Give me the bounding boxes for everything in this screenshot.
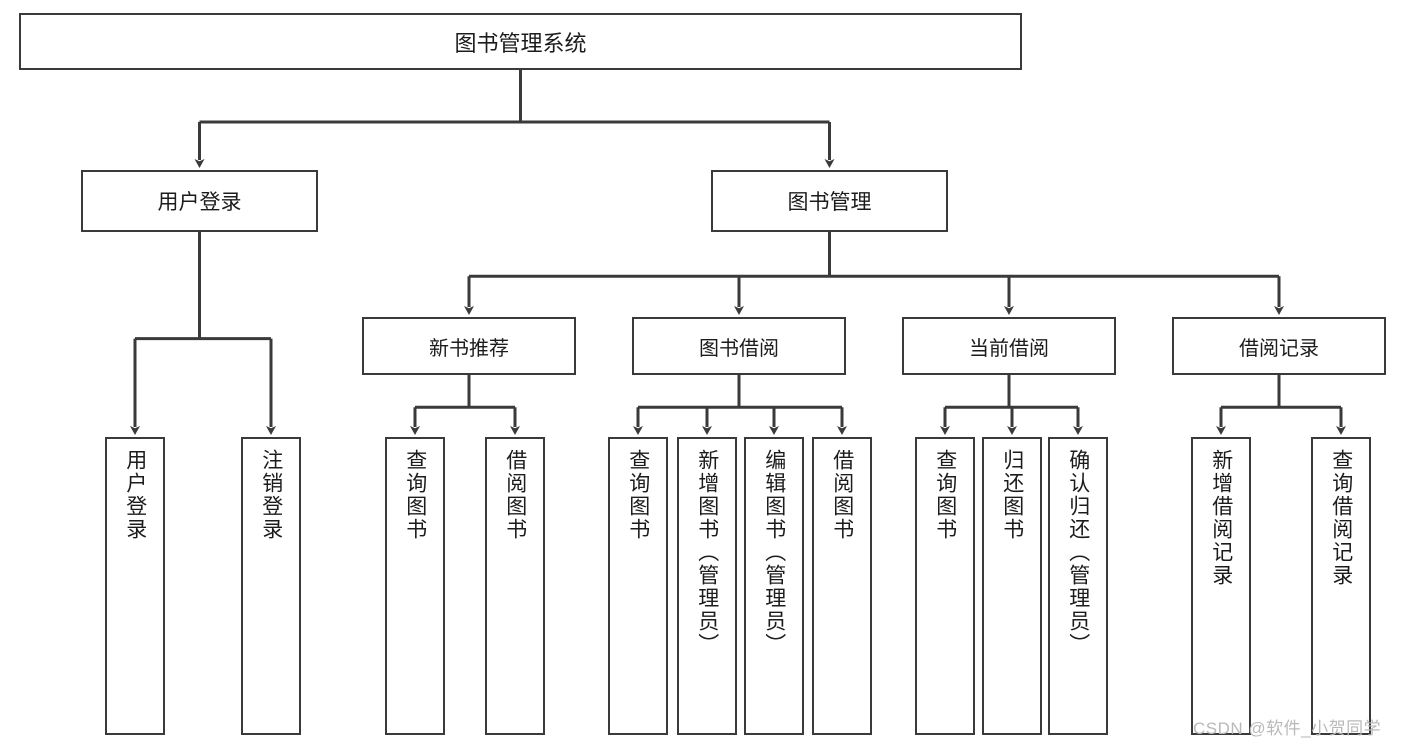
node-label: 用户登录 xyxy=(123,449,147,541)
node-label: 归还图书 xyxy=(1000,449,1024,541)
node-label: 借阅图书 xyxy=(830,449,854,541)
node-label: 查询借阅记录 xyxy=(1329,449,1353,587)
node-label: 注销登录 xyxy=(259,449,283,541)
node-user-login[interactable]: 用户登录 xyxy=(81,170,318,232)
node-leaf-confirm-return-admin[interactable]: 确认归还（管理员） xyxy=(1048,437,1108,735)
node-label: 新书推荐 xyxy=(429,337,509,360)
node-label: 当前借阅 xyxy=(969,337,1049,360)
node-label: 借阅记录 xyxy=(1239,337,1319,360)
node-leaf-query-borrow-record[interactable]: 查询借阅记录 xyxy=(1311,437,1371,735)
node-leaf-return-book[interactable]: 归还图书 xyxy=(982,437,1042,735)
node-label: 借阅图书 xyxy=(503,449,527,541)
node-leaf-query-book-2[interactable]: 查询图书 xyxy=(608,437,668,735)
node-label: 图书管理 xyxy=(787,191,872,214)
node-label: 编辑图书（管理员） xyxy=(762,449,786,656)
node-borrow-record[interactable]: 借阅记录 xyxy=(1172,317,1386,375)
node-label: 查询图书 xyxy=(626,449,650,541)
node-current-borrow[interactable]: 当前借阅 xyxy=(902,317,1116,375)
node-leaf-borrow-book-1[interactable]: 借阅图书 xyxy=(485,437,545,735)
node-leaf-borrow-book-2[interactable]: 借阅图书 xyxy=(812,437,872,735)
node-label: 新增借阅记录 xyxy=(1209,449,1233,587)
node-book-borrow[interactable]: 图书借阅 xyxy=(632,317,846,375)
node-label: 查询图书 xyxy=(933,449,957,541)
node-label: 查询图书 xyxy=(403,449,427,541)
node-label: 图书借阅 xyxy=(699,337,779,360)
node-leaf-query-book-1[interactable]: 查询图书 xyxy=(385,437,445,735)
node-leaf-user-login[interactable]: 用户登录 xyxy=(105,437,165,735)
node-label: 新增图书（管理员） xyxy=(695,449,719,656)
node-new-book-recommend[interactable]: 新书推荐 xyxy=(362,317,576,375)
node-leaf-add-borrow-record[interactable]: 新增借阅记录 xyxy=(1191,437,1251,735)
node-label: 图书管理系统 xyxy=(454,30,587,56)
node-leaf-logout-login[interactable]: 注销登录 xyxy=(241,437,301,735)
node-leaf-query-book-3[interactable]: 查询图书 xyxy=(915,437,975,735)
node-label: 用户登录 xyxy=(157,191,242,214)
node-book-manage[interactable]: 图书管理 xyxy=(711,170,948,232)
node-label: 确认归还（管理员） xyxy=(1066,449,1090,656)
node-root[interactable]: 图书管理系统 xyxy=(19,13,1022,70)
node-leaf-edit-book-admin[interactable]: 编辑图书（管理员） xyxy=(744,437,804,735)
node-leaf-add-book-admin[interactable]: 新增图书（管理员） xyxy=(677,437,737,735)
watermark: CSDN @软件_小贺同学 xyxy=(1193,719,1382,738)
